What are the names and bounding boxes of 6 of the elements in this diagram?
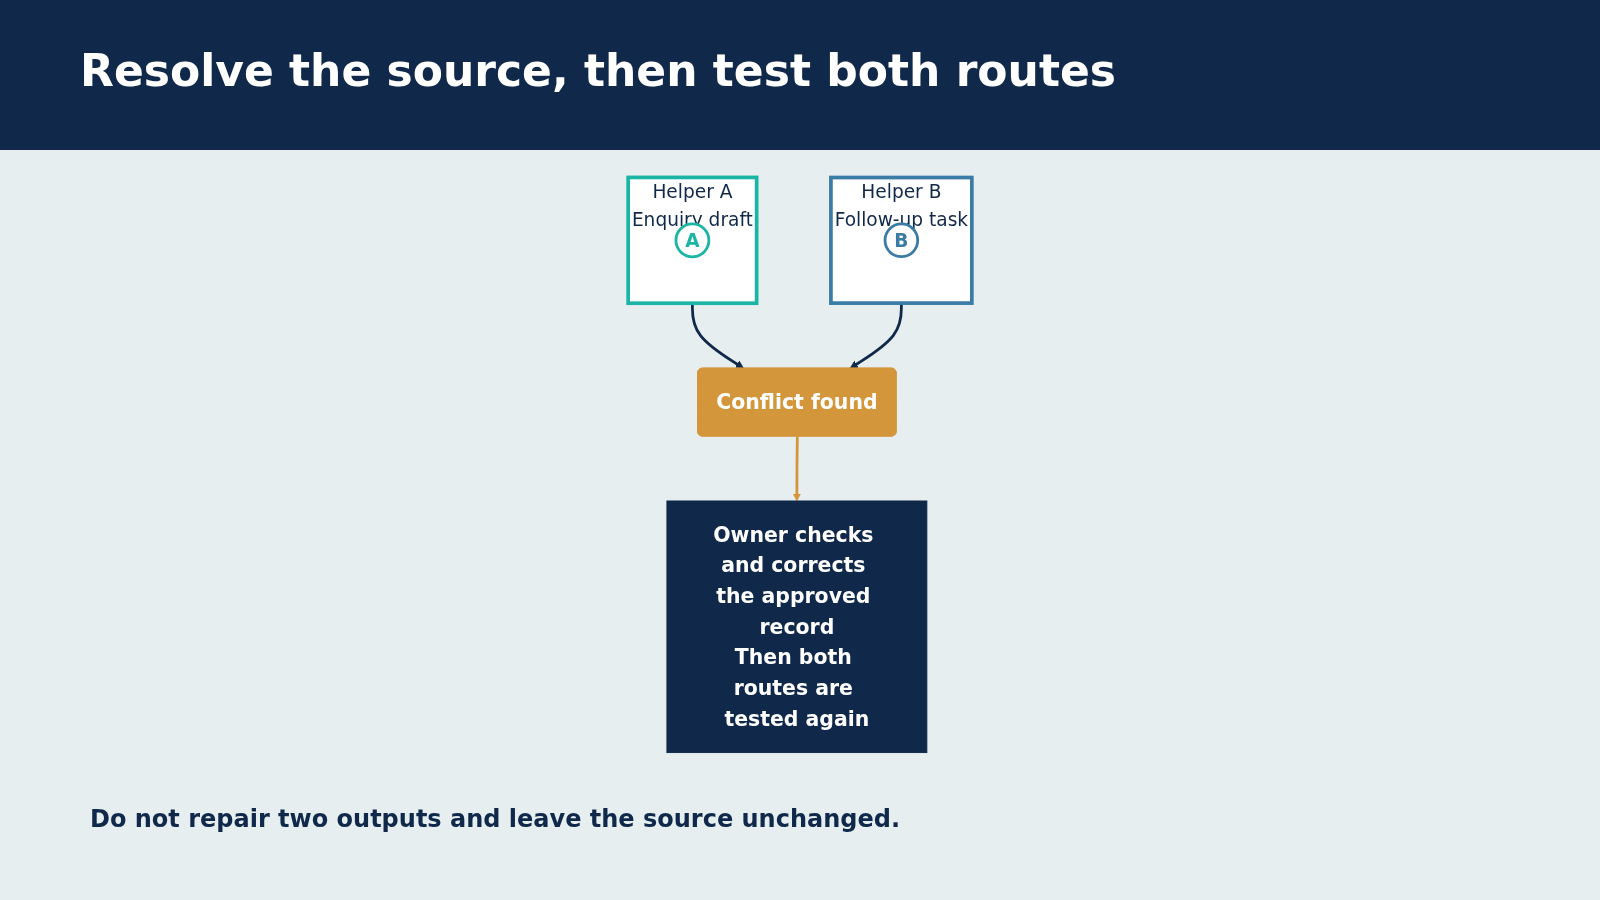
arrow: [849, 303, 903, 369]
note: Do not repair two outputs and leave the source unchanged.: [90, 805, 901, 833]
title: Resolve the source, then test both routes: [80, 45, 1116, 96]
node-box: Owner checks and corrects the approved record Then both routes are tested again: [666, 500, 928, 754]
arrow: [691, 303, 744, 369]
arrow: [792, 436, 801, 502]
